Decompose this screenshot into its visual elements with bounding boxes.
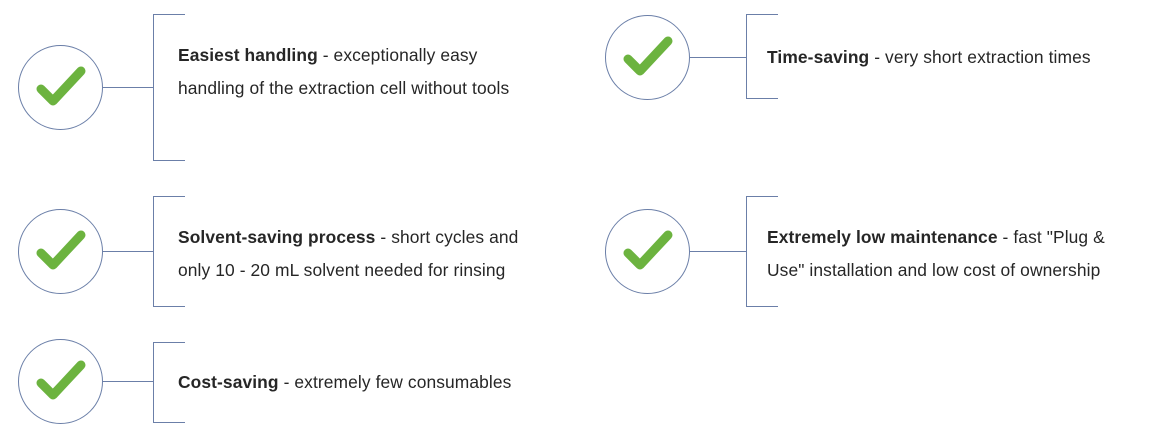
check-mark-icon	[36, 360, 85, 399]
connector-line	[103, 381, 153, 382]
benefit-text: Time-saving - very short extraction time…	[767, 41, 1139, 74]
check-mark-icon	[36, 230, 85, 269]
benefit-rest: - exceptionally easy handling of the ext…	[178, 45, 510, 98]
benefit-rest: - fast "Plug & Use" installation and low…	[767, 227, 1105, 280]
benefit-text: Solvent-saving process - short cycles an…	[178, 221, 553, 287]
benefit-rest: - very short extraction times	[869, 47, 1091, 67]
bracket-marker	[153, 342, 185, 423]
benefit-lead: Extremely low maintenance	[767, 227, 998, 247]
connector-line	[103, 251, 153, 252]
benefit-rest: - extremely few consumables	[278, 372, 512, 392]
bracket-marker	[153, 196, 185, 307]
check-circle-icon	[18, 209, 103, 294]
check-circle-icon	[605, 15, 690, 100]
check-circle-icon	[605, 209, 690, 294]
bracket-marker	[153, 14, 185, 161]
benefit-text: Extremely low maintenance - fast "Plug &…	[767, 221, 1145, 287]
benefit-text: Easiest handling - exceptionally easy ha…	[178, 39, 523, 105]
connector-line	[690, 251, 746, 252]
benefit-text: Cost-saving - extremely few consumables	[178, 366, 568, 399]
bracket-marker	[746, 196, 778, 307]
connector-line	[690, 57, 746, 58]
check-circle-icon	[18, 339, 103, 424]
benefit-lead: Solvent-saving process	[178, 227, 376, 247]
check-mark-icon	[36, 66, 85, 105]
benefit-lead: Time-saving	[767, 47, 870, 67]
benefit-lead: Easiest handling	[178, 45, 318, 65]
connector-line	[103, 87, 153, 88]
check-circle-icon	[18, 45, 103, 130]
benefit-rest: - short cycles and only 10 - 20 mL solve…	[178, 227, 519, 280]
benefit-lead: Cost-saving	[178, 372, 279, 392]
check-mark-icon	[623, 230, 672, 269]
check-mark-icon	[623, 36, 672, 75]
bracket-marker	[746, 14, 778, 99]
